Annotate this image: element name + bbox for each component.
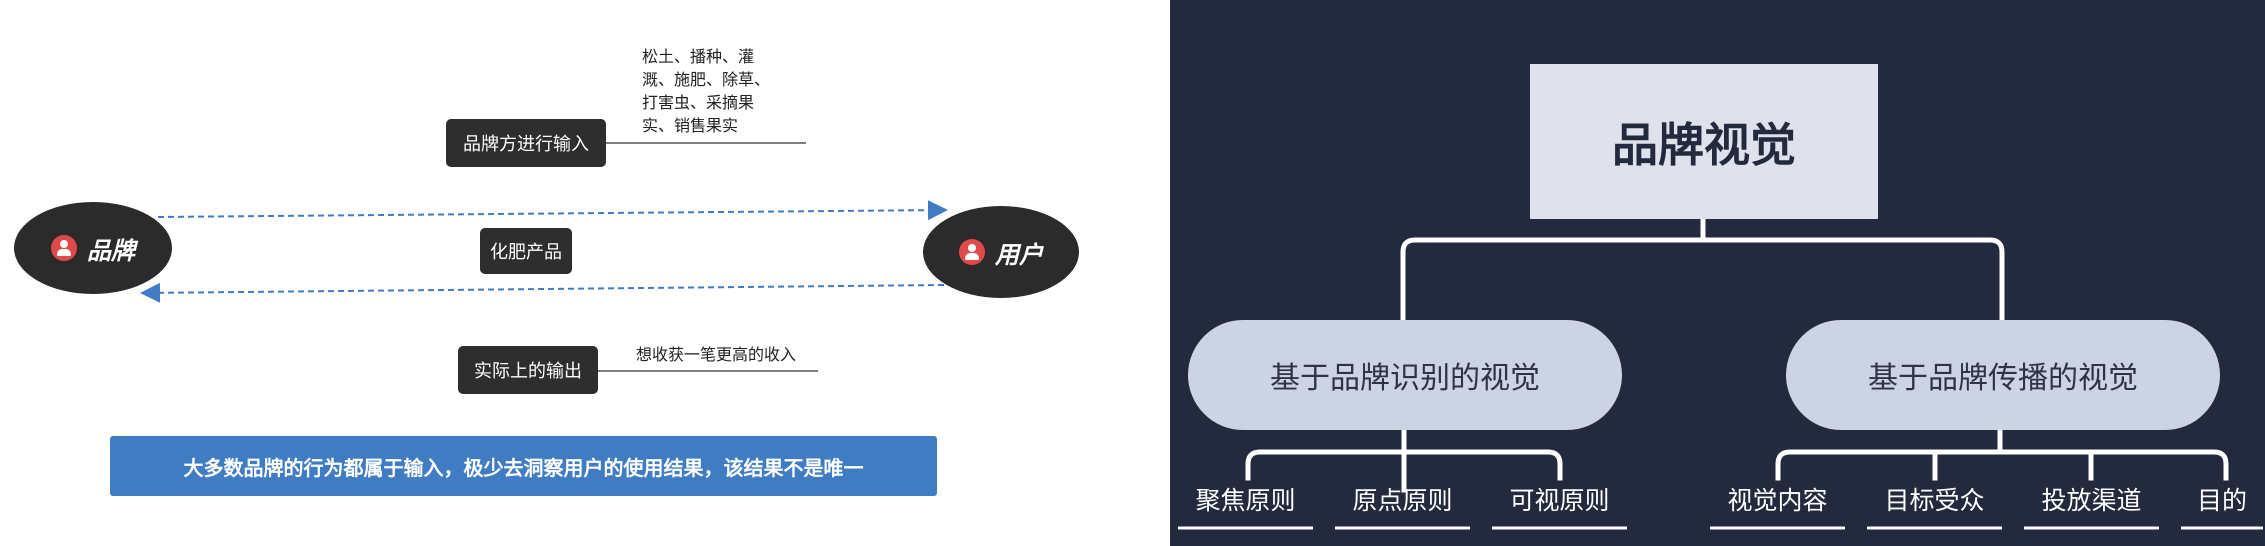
leaf-visibility-principle: 可视原则 xyxy=(1509,486,1610,515)
brand-label: 品牌 xyxy=(87,236,135,265)
brand-user-icon xyxy=(51,235,77,261)
branch-communication: 基于品牌传播的视觉 xyxy=(1786,320,2220,430)
input-box: 品牌方进行输入 xyxy=(446,119,606,167)
user-label: 用户 xyxy=(995,240,1043,269)
output-note: 想收获一笔更高的收入 xyxy=(636,345,797,364)
leaf-visual-content: 视觉内容 xyxy=(1727,486,1828,515)
branch-identity: 基于品牌识别的视觉 xyxy=(1188,320,1622,430)
output-box: 实际上的输出 xyxy=(458,346,598,394)
brand-node: 品牌 xyxy=(14,202,172,294)
brand-visual-title: 品牌视觉 xyxy=(1530,64,1878,219)
input-note-line: 松土、播种、灌 xyxy=(642,47,755,66)
summary-banner: 大多数品牌的行为都属于输入，极少去洞察用户的使用结果，该结果不是唯一 xyxy=(110,436,937,496)
leaf-focus-principle: 聚焦原则 xyxy=(1195,486,1296,515)
input-note-line: 实、销售果实 xyxy=(642,116,739,135)
leaf-purpose: 目的 xyxy=(2196,486,2247,515)
product-box: 化肥产品 xyxy=(480,228,572,274)
leaf-channels: 投放渠道 xyxy=(2041,486,2142,515)
user-user-icon xyxy=(959,239,985,265)
input-note: 松土、播种、灌 溉、施肥、除草、 打害虫、采摘果 实、销售果实 xyxy=(642,45,812,137)
input-note-line: 溉、施肥、除草、 xyxy=(642,70,771,89)
leaf-origin-principle: 原点原则 xyxy=(1352,486,1453,515)
user-node: 用户 xyxy=(923,206,1079,298)
leaf-target-audience: 目标受众 xyxy=(1884,486,1985,515)
input-note-line: 打害虫、采摘果 xyxy=(642,93,755,112)
